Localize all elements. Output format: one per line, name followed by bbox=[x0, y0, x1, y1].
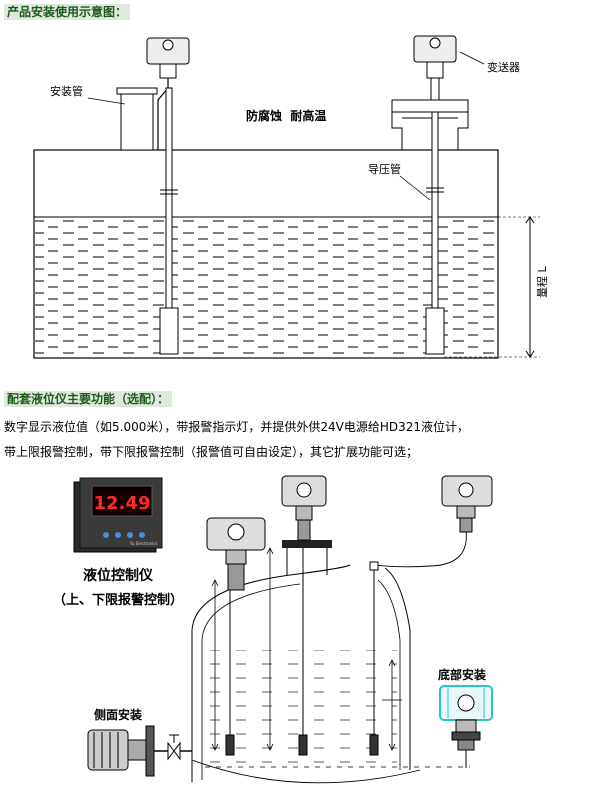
feature-line-1: 数字显示液位值（如5.000米），带报警指示灯，并提供外供24V电源给HD321… bbox=[4, 420, 470, 434]
tank-outline bbox=[33, 149, 499, 359]
label-level-controller: 液位控制仪 bbox=[83, 567, 154, 584]
label-install-pipe: 安装管 bbox=[50, 84, 83, 98]
transmitter-left bbox=[146, 37, 190, 150]
controller-brand: Yu Electronics bbox=[129, 541, 158, 546]
transmitter-right bbox=[413, 35, 457, 101]
vessel-left-wall bbox=[191, 564, 351, 782]
label-range: 量程 L bbox=[536, 266, 549, 298]
probe-right bbox=[425, 307, 445, 355]
label-guide-pipe: 导压管 bbox=[368, 162, 401, 176]
bottom-mount-assembly bbox=[439, 685, 493, 768]
transmitter-top-center bbox=[281, 475, 327, 541]
install-pipe bbox=[120, 91, 154, 151]
section-title-features: 配套液位仪主要功能（选配）： bbox=[4, 391, 173, 407]
signal-cable bbox=[373, 529, 467, 568]
level-controller: 12.49 Yu Electronics bbox=[73, 477, 163, 553]
label-bottom-mount: 底部安装 bbox=[438, 667, 486, 682]
transmitter-left-mid bbox=[206, 517, 266, 591]
label-transmitter: 变送器 bbox=[487, 60, 520, 74]
side-mount-assembly bbox=[87, 725, 192, 777]
label-alarm-control: （上、下限报警控制） bbox=[53, 592, 183, 608]
top-flange bbox=[282, 540, 332, 548]
section-title-install: 产品安装使用示意图： bbox=[4, 4, 131, 20]
liquid-area bbox=[35, 217, 497, 357]
flange-top bbox=[391, 99, 469, 113]
application-diagram: 12.49 Yu Electronics bbox=[53, 475, 493, 784]
controller-display-value: 12.49 bbox=[94, 493, 151, 514]
feature-line-2: 带上限报警控制，带下限报警控制（报警值可自由设定），其它扩展功能可选； bbox=[4, 445, 419, 459]
probe-left bbox=[159, 307, 179, 355]
transmitter-right-top bbox=[441, 475, 493, 533]
label-features: 防腐蚀 耐高温 bbox=[246, 108, 326, 123]
label-side-mount: 侧面安装 bbox=[94, 707, 142, 722]
tank-diagram: 安装管 变送器 防腐蚀 耐高温 导压管 量程 L bbox=[33, 35, 549, 359]
vessel-right-wall bbox=[384, 567, 411, 770]
